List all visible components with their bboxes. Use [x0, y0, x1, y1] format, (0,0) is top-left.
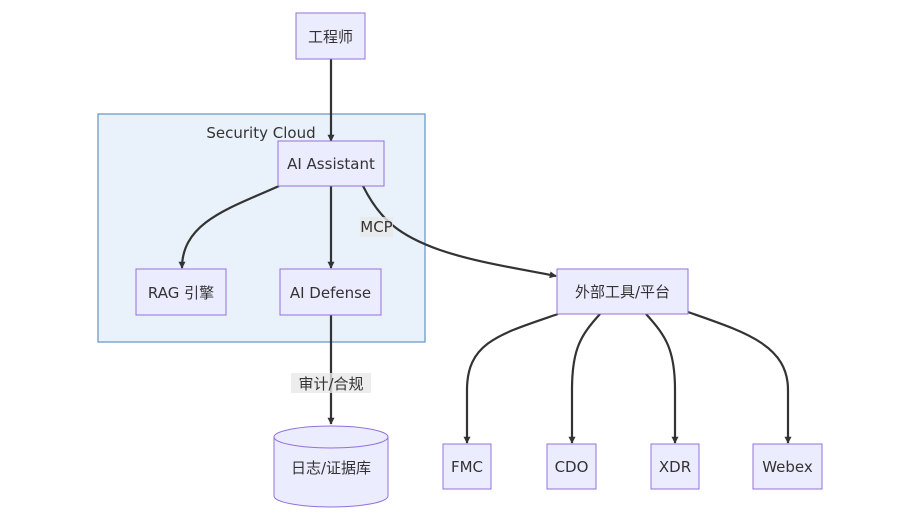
node-box: [279, 268, 382, 316]
edge-label-mcp: MCP: [360, 217, 393, 237]
edges: [178, 59, 792, 444]
subgraph-title: Security Cloud: [206, 124, 315, 142]
node-label: 日志/证据库: [291, 459, 371, 477]
edge-label-text: MCP: [360, 218, 392, 236]
edge-assistant-external-mcp: [362, 185, 557, 279]
edge-external-xdr: [645, 313, 679, 444]
node-label: AI Defense: [290, 284, 371, 302]
node-fmc[interactable]: FMC: [442, 443, 492, 490]
node-label: 工程师: [308, 28, 353, 46]
node-box: [546, 443, 597, 490]
node-xdr[interactable]: XDR: [650, 443, 700, 490]
edge-external-fmc: [463, 312, 559, 444]
node-box: [752, 443, 823, 490]
node-box: [277, 140, 385, 187]
edge-label-bg: [360, 217, 393, 237]
node-external-tools[interactable]: 外部工具/平台: [556, 268, 689, 315]
node-box: [295, 12, 366, 60]
node-label: FMC: [451, 458, 483, 476]
node-label: CDO: [555, 458, 589, 476]
node-log-database[interactable]: 日志/证据库: [273, 425, 389, 508]
node-box: [135, 268, 227, 316]
edge-external-cdo: [568, 313, 601, 444]
edge-external-webex: [687, 310, 792, 444]
node-ai-assistant[interactable]: AI Assistant: [277, 140, 385, 187]
cylinder-top: [273, 425, 389, 449]
node-label: RAG 引擎: [148, 284, 214, 302]
node-box: [556, 268, 689, 315]
edge-label-bg: [291, 373, 371, 393]
node-webex[interactable]: Webex: [752, 443, 823, 490]
node-engineer[interactable]: 工程师: [295, 12, 366, 60]
node-ai-defense[interactable]: AI Defense: [279, 268, 382, 316]
node-label: AI Assistant: [287, 155, 375, 173]
node-box: [650, 443, 700, 490]
node-label: XDR: [659, 458, 691, 476]
edge-label-audit: 审计/合规: [291, 373, 371, 393]
node-rag-engine[interactable]: RAG 引擎: [135, 268, 227, 316]
node-label: 外部工具/平台: [575, 283, 670, 301]
node-box: [442, 443, 492, 490]
cylinder-body: [273, 437, 389, 508]
node-label: Webex: [762, 458, 813, 476]
edge-label-text: 审计/合规: [298, 375, 363, 393]
node-cdo[interactable]: CDO: [546, 443, 597, 490]
edge-assistant-rag: [178, 184, 280, 269]
